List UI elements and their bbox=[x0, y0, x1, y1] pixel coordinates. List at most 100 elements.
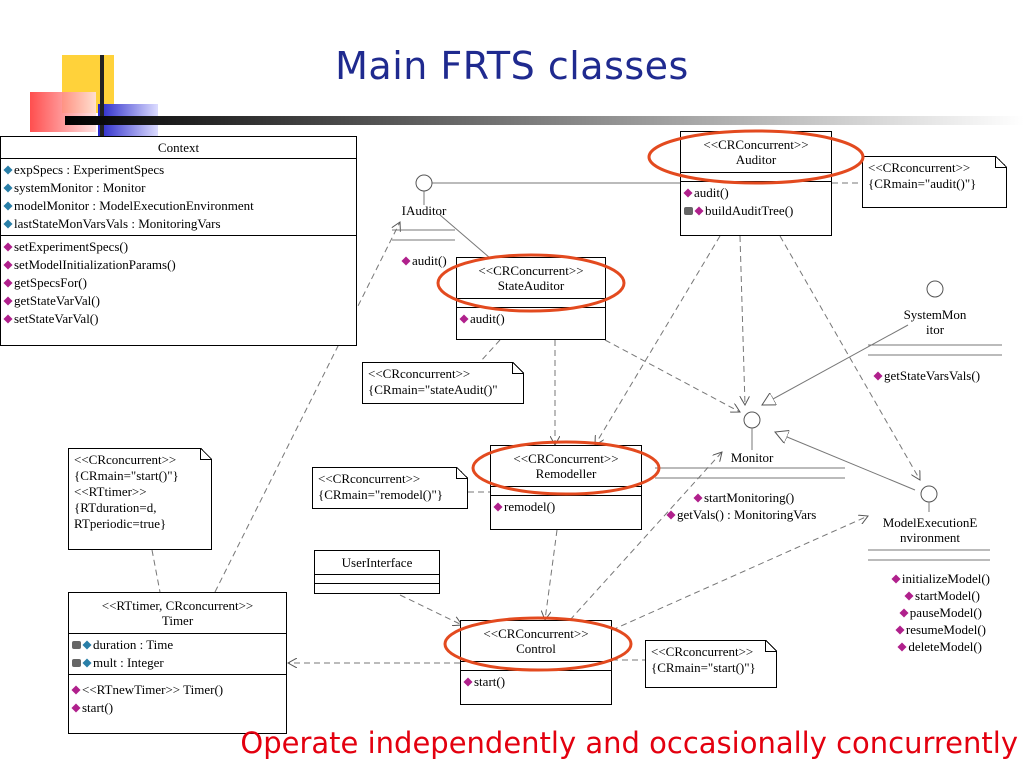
class-auditor-stereotype: <<CRConcurrent>> bbox=[703, 137, 809, 152]
operation-row: buildAuditTree() bbox=[684, 202, 828, 220]
logo-vertical-bar bbox=[100, 55, 104, 150]
lock-icon bbox=[72, 641, 81, 649]
class-timer[interactable]: <<RTtimer, CRconcurrent>> Timer duration… bbox=[68, 592, 287, 734]
operation-row: initializeModel() bbox=[874, 570, 990, 587]
interface-system-monitor-name-line2: itor bbox=[925, 322, 945, 337]
operation-row: setExperimentSpecs() bbox=[3, 238, 353, 256]
note-auditor[interactable]: <<CRconcurrent>> {CRmain="audit()"} bbox=[862, 156, 1007, 208]
class-remodeller-stereotype: <<CRConcurrent>> bbox=[513, 451, 619, 466]
class-control-header: <<CRConcurrent>> Control bbox=[461, 621, 611, 662]
note-line: <<CRconcurrent>> bbox=[651, 644, 754, 659]
note-line: <<CRconcurrent>> bbox=[318, 471, 421, 486]
class-control-stereotype: <<CRConcurrent>> bbox=[483, 626, 589, 641]
note-line: {CRmain="start()"} bbox=[651, 660, 756, 675]
operation-row: audit() bbox=[683, 184, 828, 202]
interface-monitor-operation: getVals() : MonitoringVars bbox=[666, 507, 816, 523]
note-state-auditor[interactable]: <<CRconcurrent>> {CRmain="stateAudit()" bbox=[362, 362, 524, 404]
class-user-interface-name: UserInterface bbox=[315, 551, 439, 575]
highlight-ellipse-auditor bbox=[647, 129, 865, 185]
note-line: {CRmain="stateAudit()" bbox=[368, 382, 498, 397]
interface-iauditor-name[interactable]: IAuditor bbox=[401, 203, 447, 218]
slide-title: Main FRTS classes bbox=[335, 44, 689, 88]
class-state-auditor[interactable]: <<CRConcurrent>> StateAuditor audit() bbox=[456, 257, 606, 340]
operation-row: setStateVarVal() bbox=[3, 310, 353, 328]
note-line: <<RTtimer>> bbox=[74, 484, 147, 499]
attribute-row: systemMonitor : Monitor bbox=[3, 179, 353, 197]
attribute-row: duration : Time bbox=[72, 636, 283, 654]
class-remodeller-name: Remodeller bbox=[535, 466, 597, 481]
class-remodeller-header: <<CRConcurrent>> Remodeller bbox=[491, 446, 641, 487]
class-remodeller[interactable]: <<CRConcurrent>> Remodeller remodel() bbox=[490, 445, 642, 530]
class-timer-stereotype: <<RTtimer, CRconcurrent>> bbox=[101, 598, 254, 613]
operation-row: start() bbox=[71, 699, 283, 717]
class-context-operations: setExperimentSpecs() setModelInitializat… bbox=[1, 236, 356, 330]
class-user-interface[interactable]: UserInterface bbox=[314, 550, 440, 594]
class-user-interface-attributes bbox=[315, 575, 439, 584]
operation-row: resumeModel() bbox=[874, 621, 990, 638]
note-line: RTperiodic=true} bbox=[74, 516, 167, 531]
interface-system-monitor-operation: getStateVarsVals() bbox=[873, 368, 980, 384]
class-timer-attributes: duration : Time mult : Integer bbox=[69, 634, 286, 675]
note-line: <<CRconcurrent>> bbox=[868, 160, 971, 175]
class-context-name: Context bbox=[1, 137, 356, 159]
attribute-row: lastStateMonVarsVals : MonitoringVars bbox=[3, 215, 353, 233]
note-line: {CRmain="remodel()"} bbox=[318, 487, 444, 502]
note-timer[interactable]: <<CRconcurrent>> {CRmain="start()"} <<RT… bbox=[68, 448, 212, 550]
class-control-operations: start() bbox=[461, 671, 611, 693]
operation-row: startModel() bbox=[874, 587, 990, 604]
interface-system-monitor-name-line1: SystemMon bbox=[903, 307, 967, 322]
interface-mee-name-line1: ModelExecutionE bbox=[882, 515, 978, 530]
operation-row: deleteModel() bbox=[874, 638, 990, 655]
note-line: {RTduration=d, bbox=[74, 500, 157, 515]
lock-icon bbox=[72, 659, 81, 667]
class-state-auditor-stereotype: <<CRConcurrent>> bbox=[478, 263, 584, 278]
class-auditor-header: <<CRConcurrent>> Auditor bbox=[681, 132, 831, 173]
interface-monitor-name[interactable]: Monitor bbox=[730, 450, 774, 465]
note-line: <<CRconcurrent>> bbox=[368, 366, 471, 381]
operation-row: remodel() bbox=[493, 498, 638, 516]
operation-row: getStateVarVal() bbox=[3, 292, 353, 310]
operation-row: start() bbox=[463, 673, 608, 691]
class-state-auditor-attributes bbox=[457, 299, 605, 308]
note-line: {CRmain="audit()"} bbox=[868, 176, 977, 191]
class-timer-operations: <<RTnewTimer>> Timer() start() bbox=[69, 675, 286, 719]
class-auditor-operations: audit() buildAuditTree() bbox=[681, 182, 831, 222]
interface-model-execution-environment-operations: initializeModel() startModel() pauseMode… bbox=[874, 570, 990, 655]
class-context-attributes: expSpecs : ExperimentSpecs systemMonitor… bbox=[1, 159, 356, 236]
highlight-ellipse-control bbox=[443, 616, 633, 672]
operation-row: setModelInitializationParams() bbox=[3, 256, 353, 274]
attribute-row: modelMonitor : ModelExecutionEnvironment bbox=[3, 197, 353, 215]
class-state-auditor-operations: audit() bbox=[457, 308, 605, 330]
operation-row: audit() bbox=[459, 310, 602, 328]
class-state-auditor-header: <<CRConcurrent>> StateAuditor bbox=[457, 258, 605, 299]
class-timer-name: Timer bbox=[161, 613, 194, 628]
attribute-row: mult : Integer bbox=[72, 654, 283, 672]
note-line: {CRmain="start()"} bbox=[74, 468, 179, 483]
highlight-ellipse-state-auditor bbox=[436, 253, 626, 313]
operation-row: pauseModel() bbox=[874, 604, 990, 621]
interface-monitor-operation: startMonitoring() bbox=[693, 490, 794, 506]
class-state-auditor-name: StateAuditor bbox=[497, 278, 565, 293]
class-control[interactable]: <<CRConcurrent>> Control start() bbox=[460, 620, 612, 705]
slide-caption: Operate independently and occasionally c… bbox=[240, 726, 1018, 760]
operation-row: <<RTnewTimer>> Timer() bbox=[71, 681, 283, 699]
class-timer-header: <<RTtimer, CRconcurrent>> Timer bbox=[69, 593, 286, 634]
interface-model-execution-environment-name[interactable]: ModelExecutionE nvironment bbox=[868, 515, 992, 545]
attribute-row: expSpecs : ExperimentSpecs bbox=[3, 161, 353, 179]
interface-mee-name-line2: nvironment bbox=[900, 530, 960, 545]
logo-red-square bbox=[30, 92, 96, 132]
class-remodeller-operations: remodel() bbox=[491, 496, 641, 518]
operation-row: getSpecsFor() bbox=[3, 274, 353, 292]
class-control-name: Control bbox=[516, 641, 556, 656]
note-line: <<CRconcurrent>> bbox=[74, 452, 177, 467]
lock-icon bbox=[684, 207, 693, 215]
note-remodeller[interactable]: <<CRconcurrent>> {CRmain="remodel()"} bbox=[312, 467, 468, 509]
highlight-ellipse-remodeller bbox=[471, 440, 661, 496]
interface-system-monitor-name[interactable]: SystemMon itor bbox=[882, 307, 988, 337]
class-context[interactable]: Context expSpecs : ExperimentSpecs syste… bbox=[0, 136, 357, 346]
note-control[interactable]: <<CRconcurrent>> {CRmain="start()"} bbox=[645, 640, 777, 688]
title-underline-bar bbox=[65, 116, 1024, 125]
